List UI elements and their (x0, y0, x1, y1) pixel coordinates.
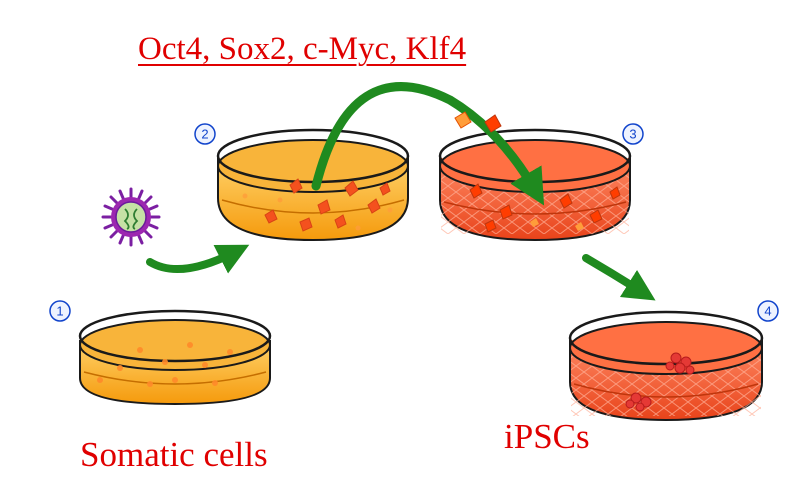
virus-icon (101, 187, 161, 247)
ipsc-colonies (625, 352, 695, 412)
svg-text:2: 2 (201, 127, 208, 142)
transduced-cells (264, 178, 391, 232)
petri-dish-4 (568, 310, 764, 422)
step-badge-4: 4 (757, 300, 779, 322)
ipscs-label: iPSCs (504, 417, 590, 456)
petri-dish-3 (438, 128, 632, 242)
reprogramming-factors-label: Oct4, Sox2, c-Myc, Klf4 (138, 31, 467, 67)
arrow-dish-3-to-dish-4 (582, 254, 656, 301)
dish-1-rim (78, 309, 272, 363)
green-arrow-icon (146, 82, 656, 301)
dish-1-medium (79, 319, 271, 371)
svg-text:1: 1 (56, 304, 63, 319)
step-badge-2: 2 (194, 123, 216, 145)
petri-dish-2 (216, 128, 410, 242)
somatic-cells (97, 342, 233, 387)
reprogramming-cells (469, 183, 621, 233)
somatic-cells-label: Somatic cells (80, 435, 268, 474)
petri-dish-1 (78, 309, 272, 406)
factor-cells (454, 111, 502, 133)
step-badge-1: 1 (49, 300, 71, 322)
arrow-dish-2-to-dish-3 (311, 82, 545, 206)
arrow-virus-to-dish-2 (146, 244, 250, 274)
step-badge-3: 3 (622, 123, 644, 145)
svg-text:4: 4 (764, 304, 771, 319)
svg-text:3: 3 (629, 127, 636, 142)
